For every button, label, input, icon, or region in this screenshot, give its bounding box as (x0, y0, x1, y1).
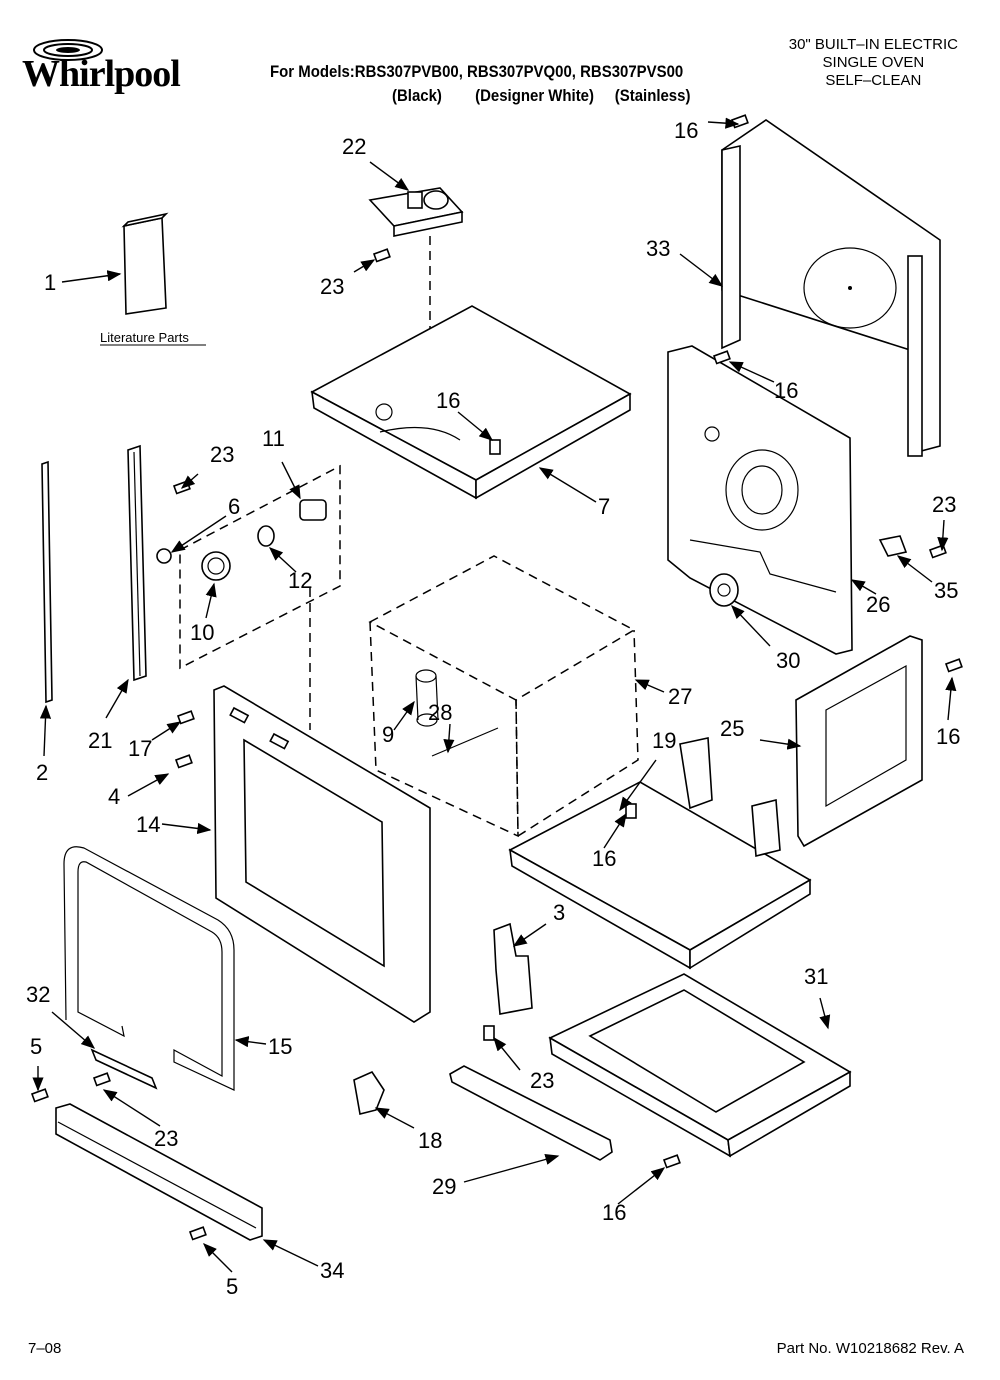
callout-7: 7 (598, 494, 610, 519)
gasket-clip (90, 1048, 158, 1090)
part-number: Part No. W10218682 Rev. A (776, 1340, 964, 1357)
callout-9: 9 (382, 722, 394, 747)
bottom-shield (508, 737, 812, 970)
callout-23-right: 23 (932, 492, 956, 517)
callout-16-side: 16 (936, 724, 960, 749)
callout-21: 21 (88, 728, 112, 753)
callout-23-lower: 23 (154, 1126, 178, 1151)
date-code: 7–08 (28, 1340, 62, 1357)
callout-25: 25 (720, 716, 744, 741)
callout-23-trim: 23 (210, 442, 234, 467)
callout-16-top: 16 (674, 118, 698, 143)
callout-11: 11 (262, 426, 285, 451)
callout-14: 14 (136, 812, 160, 837)
lamp-socket (257, 525, 275, 547)
callout-16-top-panel: 16 (436, 388, 460, 413)
callout-10: 10 (190, 620, 214, 645)
callout-17: 17 (128, 736, 152, 761)
front-frame (213, 685, 431, 1023)
bottom-trim (55, 1103, 263, 1241)
callout-2: 2 (36, 760, 48, 785)
product-line-1: 30" BUILT–IN ELECTRIC (788, 36, 958, 53)
side-panel (795, 635, 923, 848)
vent-trim (449, 1065, 613, 1161)
brand-name: Whirlpool (22, 53, 181, 95)
callout-5-upper: 5 (30, 1034, 42, 1059)
callout-31: 31 (804, 964, 828, 989)
rack-rod (431, 727, 499, 757)
whirlpool-logo: Whirlpool (22, 36, 197, 96)
callout-1: 1 (44, 270, 56, 295)
small-bracket (878, 535, 908, 557)
side-trim (127, 444, 147, 682)
product-line-2: SINGLE OVEN (822, 54, 925, 71)
trim-strip (41, 460, 53, 704)
callout-29: 29 (432, 1174, 456, 1199)
bottom-pan (548, 973, 852, 1158)
literature-parts-label: Literature Parts (100, 330, 189, 345)
callout-34: 34 (320, 1258, 344, 1283)
callout-16-shield: 16 (592, 846, 616, 871)
models-line: For Models:RBS307PVB00, RBS307PVQ00, RBS… (270, 62, 684, 81)
callout-16-rear: 16 (774, 378, 798, 403)
callout-4: 4 (108, 784, 120, 809)
callout-27: 27 (668, 684, 692, 709)
leader-lines (32, 117, 957, 1273)
product-line-3: SELF–CLEAN (825, 72, 922, 89)
product-description: 30" BUILT–IN ELECTRIC SINGLE OVEN SELF–C… (789, 36, 958, 90)
clip (353, 1070, 385, 1115)
callout-28: 28 (428, 700, 452, 725)
callout-18: 18 (418, 1128, 442, 1153)
callout-16-bottom: 16 (602, 1200, 626, 1225)
control-knob (201, 551, 231, 581)
callout-26: 26 (866, 592, 890, 617)
terminal-bracket (368, 187, 464, 237)
literature-booklet (121, 212, 169, 315)
switch-component (299, 499, 327, 521)
thermostat (709, 573, 739, 607)
callout-12: 12 (288, 568, 312, 593)
callout-3: 3 (553, 900, 565, 925)
callout-19: 19 (652, 728, 676, 753)
oven-cavity (368, 555, 639, 838)
washer (156, 548, 172, 564)
callout-32: 32 (26, 982, 50, 1007)
callout-6: 6 (228, 494, 240, 519)
callout-23-vent: 23 (530, 1068, 554, 1093)
variants-line: (Black) (Designer White) (Stainless) (392, 86, 691, 105)
control-group-outline (179, 464, 341, 670)
top-panel (310, 305, 632, 500)
door-gasket (63, 846, 235, 1091)
logo-swirl-icon (33, 39, 103, 61)
rear-panel (721, 119, 941, 457)
callout-35: 35 (934, 578, 958, 603)
callout-22: 22 (342, 134, 366, 159)
callout-33: 33 (646, 236, 670, 261)
callout-5-lower: 5 (226, 1274, 238, 1299)
rear-inner-panel (667, 345, 853, 655)
callout-15: 15 (268, 1034, 292, 1059)
callout-30: 30 (776, 648, 800, 673)
side-bracket (493, 922, 533, 1015)
callout-23-bracket: 23 (320, 274, 344, 299)
